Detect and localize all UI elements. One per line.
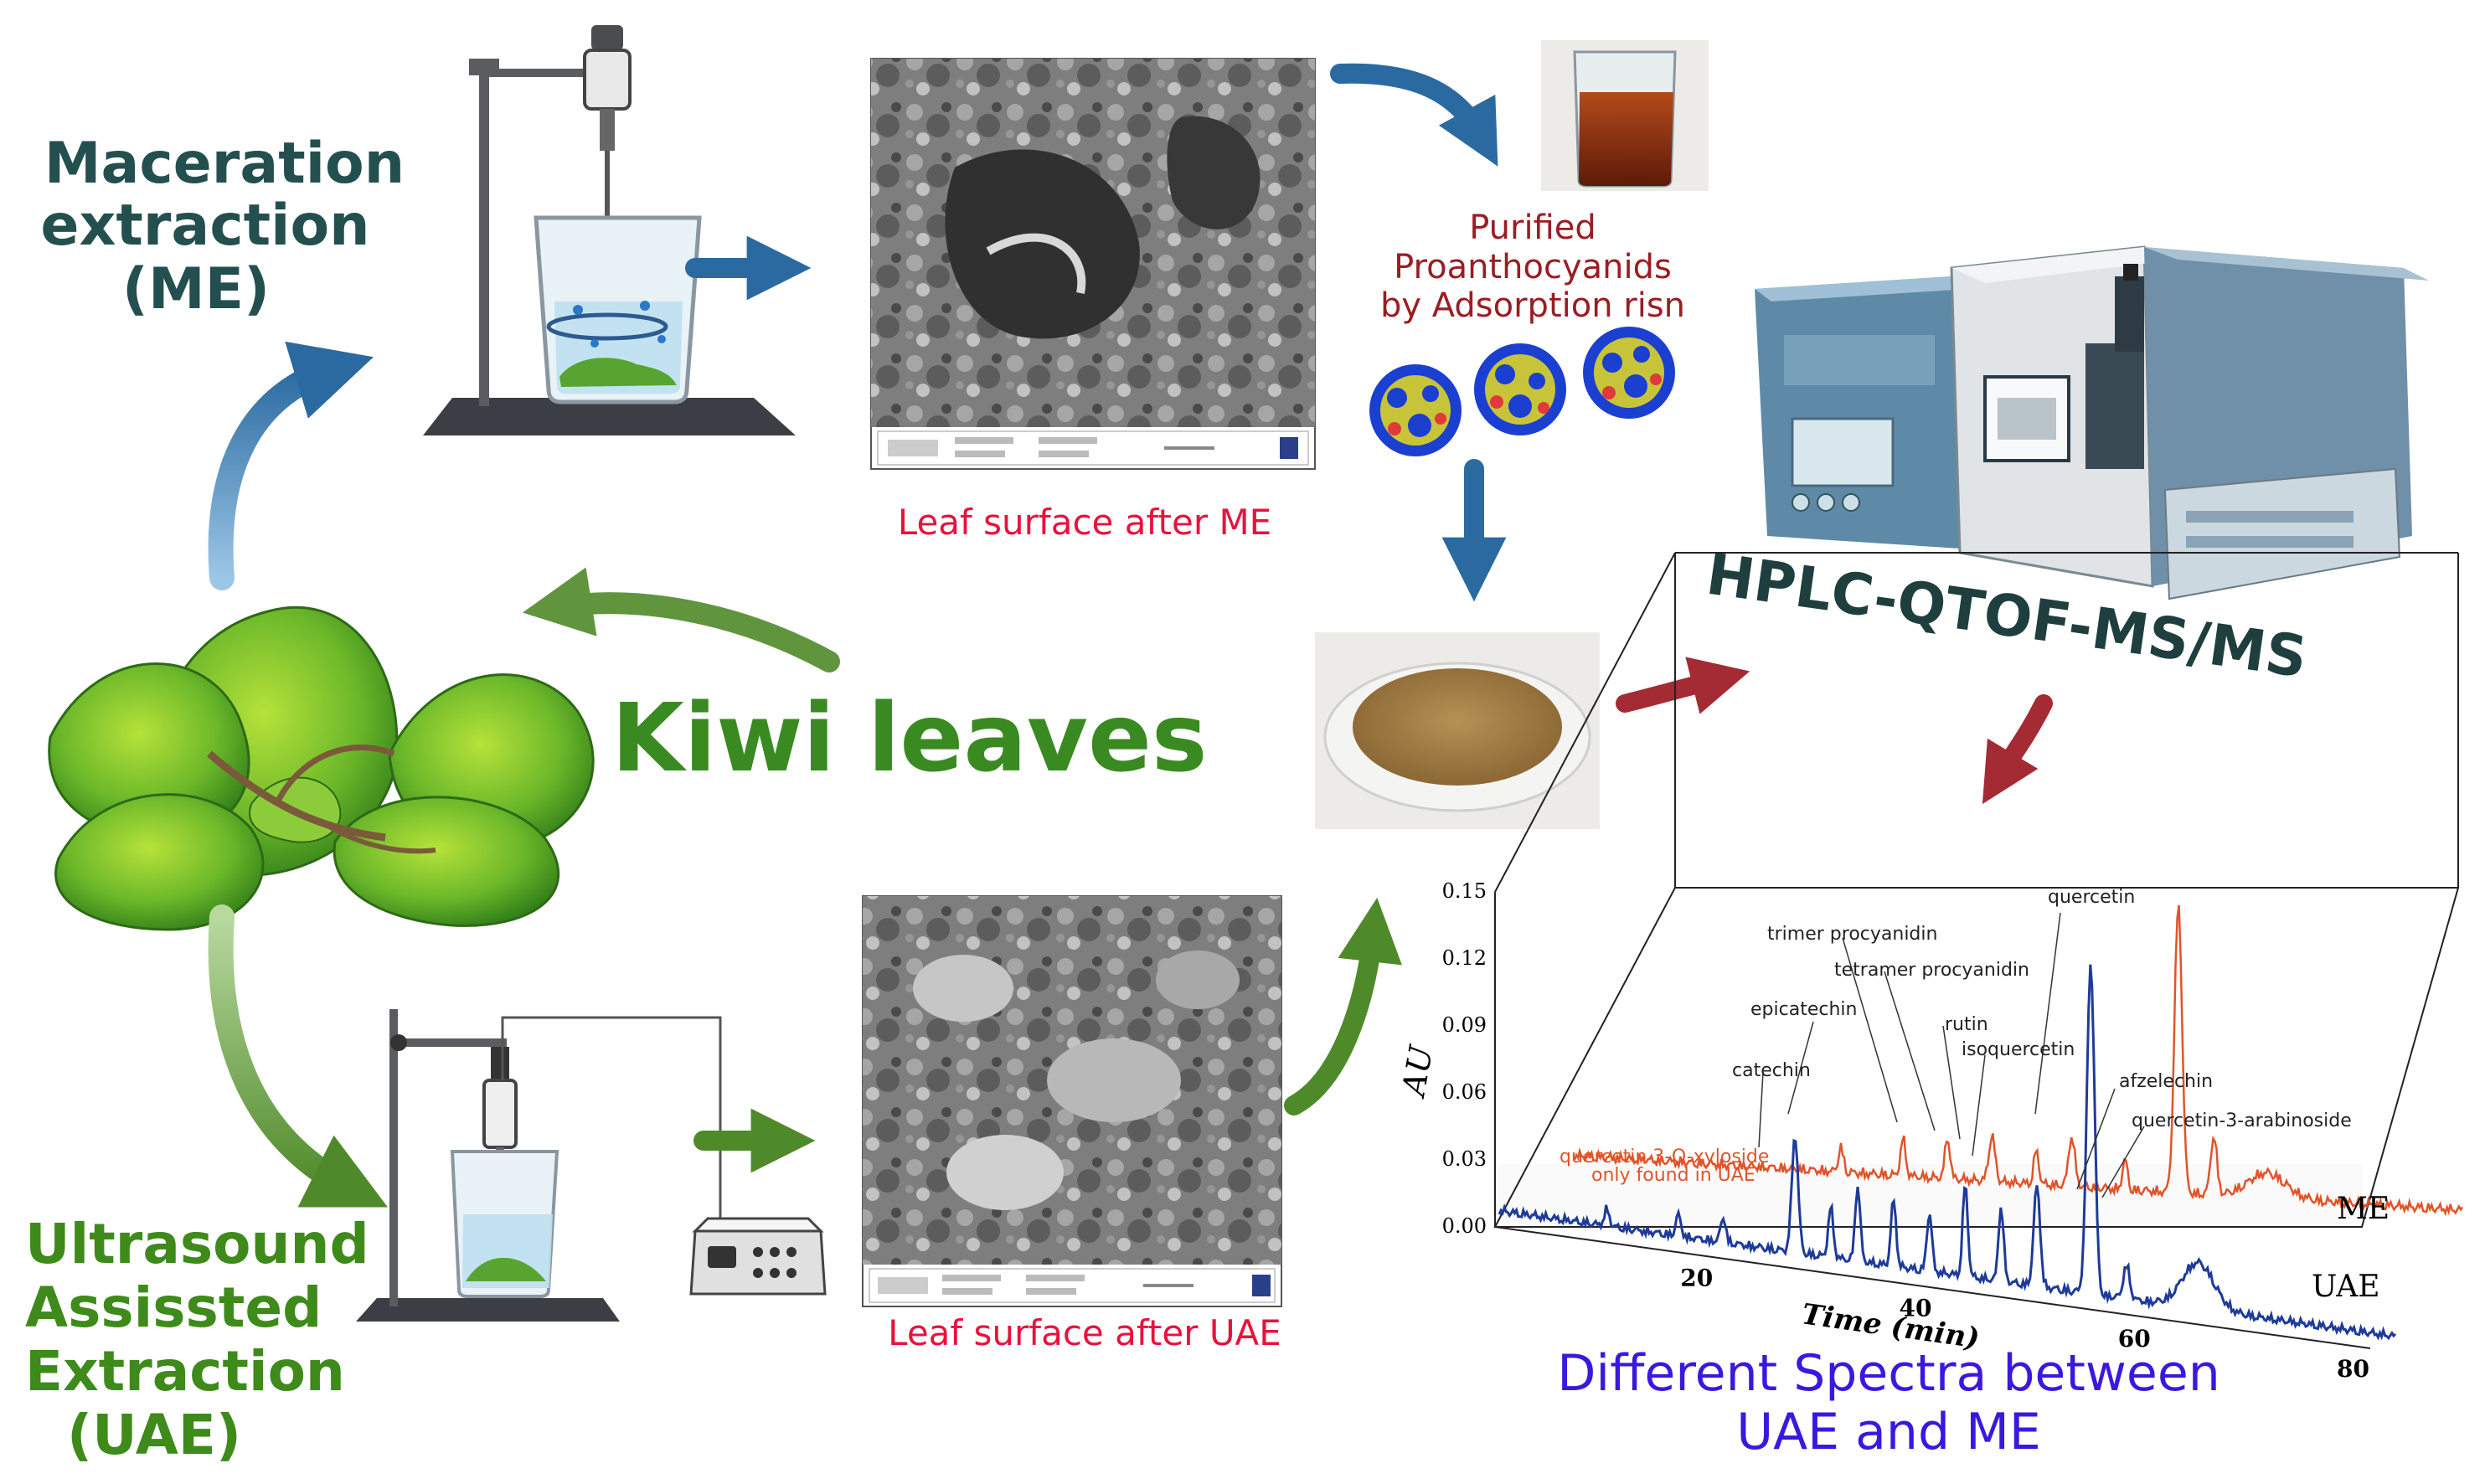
y-tick-label: 0.03 bbox=[1442, 1147, 1487, 1171]
purified-line-1: Purified bbox=[1469, 209, 1596, 247]
arrow-leaves-to-me bbox=[208, 341, 374, 590]
uae-title-line-1: Ultrasound bbox=[25, 1212, 369, 1276]
annotation-isoquercetin: isoquercetin bbox=[1962, 1039, 2075, 1060]
leaf-surface-uae-caption: Leaf surface after UAE bbox=[888, 1312, 1281, 1353]
y-tick-label: 0.09 bbox=[1442, 1013, 1487, 1037]
x-tick-label: 80 bbox=[2337, 1355, 2369, 1383]
annotation-afzelechin: afzelechin bbox=[2119, 1071, 2213, 1092]
arrow-back-to-leaves bbox=[522, 567, 840, 672]
maceration-apparatus bbox=[423, 25, 796, 435]
purified-line-2: Proanthocyanids bbox=[1394, 248, 1672, 286]
legend-me: ME bbox=[2337, 1192, 2390, 1226]
y-tick-labels: 0.00 0.03 0.06 0.09 0.12 0.15 bbox=[1442, 879, 1487, 1238]
purified-solution-beaker bbox=[1541, 40, 1709, 191]
purified-line-3: by Adsorption risn bbox=[1380, 286, 1685, 325]
series-line-me bbox=[1573, 904, 2464, 1217]
y-tick-label: 0.12 bbox=[1442, 946, 1487, 970]
spectra-caption-line-1: Different Spectra between bbox=[1557, 1344, 2220, 1403]
series-line-uae bbox=[1498, 964, 2397, 1341]
annotation-only-found-in-uae: only found in UAE bbox=[1591, 1165, 1755, 1186]
y-axis-label: AU bbox=[1395, 1041, 1441, 1100]
leaf-surface-me-caption: Leaf surface after ME bbox=[898, 502, 1271, 543]
x-tick-labels: 20 40 60 80 bbox=[1680, 1264, 2369, 1383]
uae-title: Ultrasound Assissted Extraction (UAE) bbox=[25, 1212, 369, 1467]
y-tick-label: 0.00 bbox=[1442, 1214, 1487, 1238]
proanthocyanidin-powder bbox=[1315, 632, 1600, 829]
annotation-rutin: rutin bbox=[1945, 1014, 1988, 1035]
arrow-leaves-to-uae bbox=[208, 904, 388, 1208]
sem-image-me bbox=[870, 58, 1316, 470]
purified-label: Purified Proanthocyanids by Adsorption r… bbox=[1380, 209, 1685, 325]
annotation-quercetin: quercetin bbox=[2048, 887, 2135, 908]
annotation-epicatechin: epicatechin bbox=[1750, 999, 1857, 1020]
x-tick-label: 20 bbox=[1680, 1264, 1713, 1291]
uae-title-line-3: Extraction bbox=[25, 1339, 345, 1404]
me-title-line-3: (ME) bbox=[122, 256, 270, 322]
annotation-trimer-procyanidin: trimer procyanidin bbox=[1767, 924, 1937, 945]
arrow-sem-to-powder bbox=[1284, 897, 1402, 1116]
me-title: Maceration extraction (ME) bbox=[40, 131, 405, 322]
annotation-quercetin-3-arabinoside: quercetin-3-arabinoside bbox=[2132, 1110, 2352, 1131]
process-arrows bbox=[208, 63, 2053, 1208]
sem-image-uae bbox=[862, 895, 1282, 1307]
kiwi-leaves-image bbox=[48, 605, 595, 931]
x-axis bbox=[1494, 1226, 2371, 1349]
hplc-instrument bbox=[1755, 245, 2429, 600]
uae-title-line-2: Assissted bbox=[25, 1275, 322, 1340]
uae-title-line-4: (UAE) bbox=[67, 1403, 241, 1467]
annotation-tetramer-procyanidin: tetramer procyanidin bbox=[1834, 960, 2029, 981]
ultrasound-apparatus bbox=[356, 1009, 827, 1322]
y-tick-label: 0.06 bbox=[1442, 1080, 1487, 1104]
arrow-sem-to-beaker bbox=[1330, 63, 1498, 167]
proanthocyanidin-molecules bbox=[1369, 327, 1675, 456]
arrow-powder-to-hplc bbox=[1616, 657, 1750, 714]
kiwi-leaves-label: Kiwi leaves bbox=[611, 684, 1208, 793]
arrow-hplc-to-spectra bbox=[1982, 694, 2053, 805]
spectra-caption-line-2: UAE and ME bbox=[1736, 1403, 2041, 1461]
legend-uae: UAE bbox=[2312, 1270, 2380, 1304]
annotation-catechin: catechin bbox=[1732, 1060, 1811, 1081]
x-tick-label: 40 bbox=[1900, 1295, 1932, 1322]
spectra-caption: Different Spectra between UAE and ME bbox=[1557, 1344, 2220, 1461]
me-title-line-2: extraction bbox=[40, 193, 369, 259]
x-tick-label: 60 bbox=[2118, 1325, 2151, 1353]
annotation-quercetin-3-o-xyloside: quercetin 3-O-xyloside bbox=[1560, 1146, 1769, 1167]
me-title-line-1: Maceration bbox=[44, 131, 405, 197]
y-tick-label: 0.15 bbox=[1442, 879, 1487, 903]
peak-annotations bbox=[1758, 912, 2145, 1198]
